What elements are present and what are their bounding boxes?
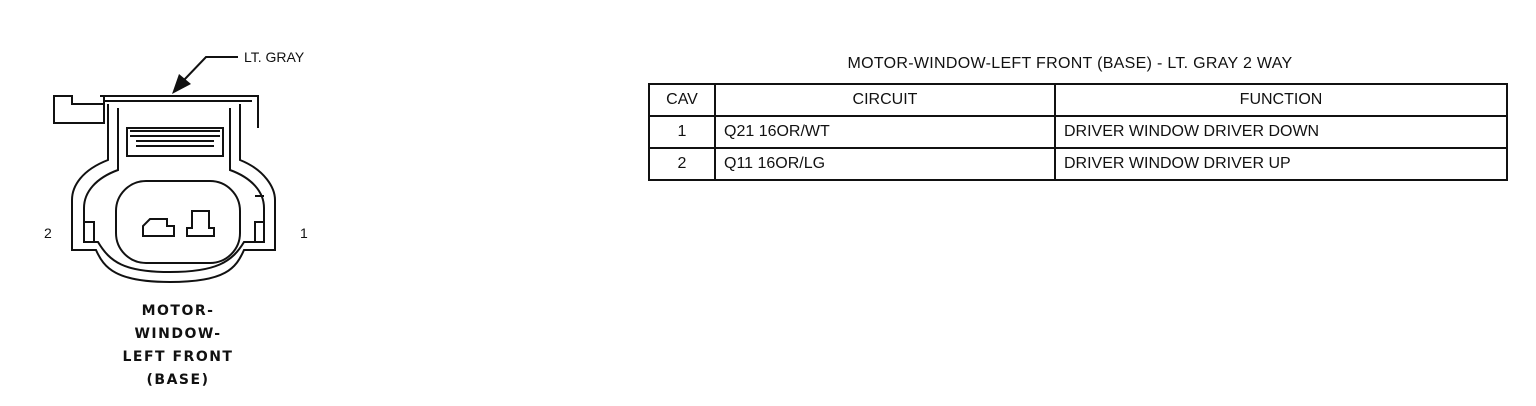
cell-cav: 2: [648, 147, 716, 181]
header-function: FUNCTION: [1054, 83, 1508, 117]
callout-arrowhead: [172, 74, 191, 94]
table-title: MOTOR-WINDOW-LEFT FRONT (BASE) - LT. GRA…: [847, 55, 1293, 72]
header-cav: CAV: [648, 83, 716, 117]
caption-line: WINDOW-: [134, 326, 222, 342]
connector-housing: [53, 95, 276, 284]
cell-function: DRIVER WINDOW DRIVER DOWN: [1054, 115, 1508, 149]
connector-lock-window: [126, 127, 224, 157]
connector-drawing: LT. GRAY: [44, 49, 308, 284]
caption-line: (BASE): [146, 372, 210, 388]
terminal-slot-2: [142, 218, 175, 237]
color-callout-leader: [183, 56, 238, 81]
connector-color-label: LT. GRAY: [244, 49, 305, 65]
cell-function: DRIVER WINDOW DRIVER UP: [1054, 147, 1508, 181]
cell-circuit: Q21 16OR/WT: [714, 115, 1056, 149]
table-row: 2 Q11 16OR/LG DRIVER WINDOW DRIVER UP: [648, 147, 1508, 181]
cell-circuit: Q11 16OR/LG: [714, 147, 1056, 181]
terminal-slot-1: [186, 210, 215, 237]
cavity-2-label: 2: [44, 225, 52, 241]
cavity-1-label: 1: [300, 225, 308, 241]
caption-line: MOTOR-: [141, 303, 215, 319]
header-circuit: CIRCUIT: [714, 83, 1056, 117]
caption-line: LEFT FRONT: [122, 349, 234, 365]
cavity-outline: [115, 180, 241, 264]
table-header-row: CAV CIRCUIT FUNCTION: [648, 83, 1508, 117]
pinout-table: CAV CIRCUIT FUNCTION 1 Q21 16OR/WT DRIVE…: [648, 83, 1508, 181]
connector-caption: MOTOR- WINDOW- LEFT FRONT (BASE): [118, 300, 238, 392]
cell-cav: 1: [648, 115, 716, 149]
connector-diagram: LT. GRAY: [0, 0, 340, 406]
table-row: 1 Q21 16OR/WT DRIVER WINDOW DRIVER DOWN: [648, 115, 1508, 149]
